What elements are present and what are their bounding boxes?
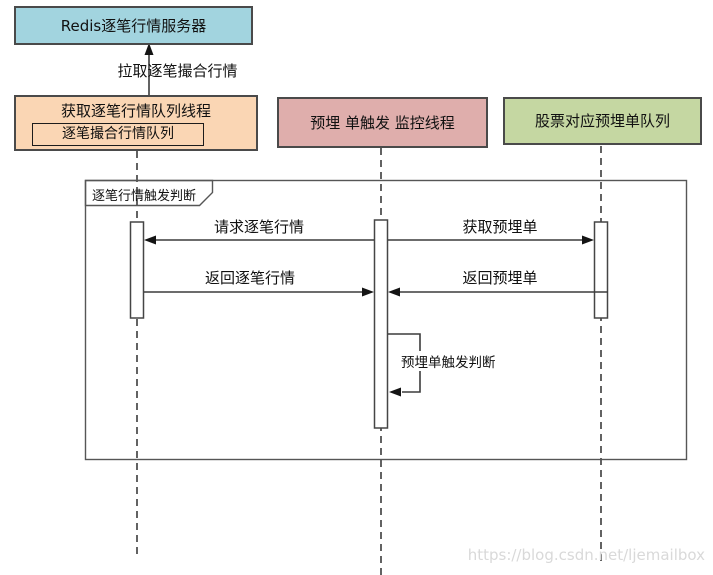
actor-monitor-thread-label: 预埋 单触发 监控线程 [310,113,455,132]
redis-server-box: Redis逐笔行情服务器 [14,6,253,45]
pull-arrow-up-icon [144,43,154,55]
frame-label: 逐笔行情触发判断 [92,189,197,204]
arrow-right-icon [362,287,374,297]
arrow-left-icon [388,287,400,297]
arrow-left-icon [144,235,156,245]
tick-queue-box: 逐笔撮合行情队列 [32,123,204,146]
message-label-return-orders: 返回预埋单 [462,269,538,287]
message-label-request-tick: 请求逐笔行情 [213,218,304,236]
message-label-get-orders: 获取预埋单 [462,218,538,236]
arrow-left-icon [389,387,401,397]
pull-message-label: 拉取逐笔撮合行情 [117,62,238,80]
message-label-return-tick: 返回逐笔行情 [204,269,295,287]
activation-bar-order-queue [593,221,609,319]
actor-tick-thread-label: 获取逐笔行情队列线程 [60,102,211,120]
actor-order-queue-label: 股票对应预埋单队列 [534,112,670,130]
message-label-self-trigger: 预埋单触发判断 [399,351,498,371]
watermark-url: https://blog.csdn.net/ljemailbox [467,546,705,564]
tick-queue-label: 逐笔撮合行情队列 [62,126,174,143]
actor-monitor-thread-box: 预埋 单触发 监控线程 [277,97,488,148]
frame-border [84,179,688,461]
actor-order-queue-box: 股票对应预埋单队列 [503,97,702,145]
arrow-right-icon [582,235,594,245]
activation-bar-monitor-thread [373,219,389,429]
redis-server-label: Redis逐笔行情服务器 [60,16,207,35]
activation-bar-tick-thread [129,221,145,319]
actor-tick-thread-box: 获取逐笔行情队列线程 逐笔撮合行情队列 [14,95,258,151]
frame-tab [84,179,214,207]
